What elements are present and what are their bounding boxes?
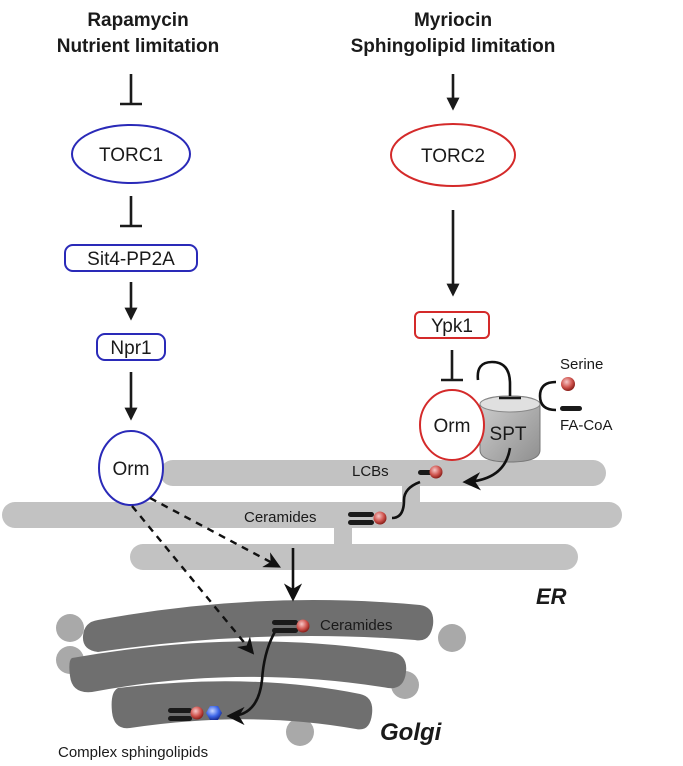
- spt-to-lcbs-arrow: [462, 447, 512, 491]
- torc1-node: [71, 124, 191, 184]
- spt-label: SPT: [490, 424, 527, 445]
- golgi-label: Golgi: [380, 719, 443, 746]
- er-metabolites: LCBs Ceramides: [244, 447, 512, 526]
- npr1-label: Npr1: [110, 338, 151, 359]
- serine-molecule-icon: [561, 377, 575, 391]
- headgroup-hexagon-icon: [206, 706, 222, 720]
- golgi-metabolites: Ceramides: [168, 617, 393, 721]
- orm-right-node: [419, 389, 485, 461]
- orm-left-label: Orm: [113, 459, 150, 480]
- right-pathway: Myriocin Sphingolipid limitation TORC2 Y…: [351, 10, 557, 463]
- complex-sphingolipid-molecule-icon: [168, 708, 192, 713]
- torc1-label: TORC1: [99, 145, 163, 166]
- rapamycin-label: Rapamycin: [87, 10, 188, 31]
- ceramide-er-molecule-icon: [348, 512, 374, 517]
- er-label: ER: [536, 584, 567, 609]
- fa-coa-label: FA-CoA: [560, 417, 613, 434]
- ypk1-node: [414, 311, 490, 339]
- ceramide-golgi-molecule-icon: [272, 620, 298, 625]
- ceramides-golgi-label: Ceramides: [320, 617, 393, 634]
- orm-right-label: Orm: [434, 416, 471, 437]
- serine-label: Serine: [560, 356, 603, 373]
- orm-dashed-arrow-golgi: [131, 505, 255, 655]
- npr1-node: [96, 333, 166, 361]
- substrates: Serine FA-CoA: [560, 356, 613, 434]
- complex-sphingolipids-label: Complex sphingolipids: [58, 744, 208, 761]
- torc2-node: [390, 123, 516, 187]
- lcbs-label: LCBs: [352, 463, 389, 480]
- nutrient-limitation-label: Nutrient limitation: [57, 36, 220, 57]
- ceramides-to-complex-arrow: [226, 629, 278, 726]
- golgi-apparatus: [56, 600, 466, 746]
- fa-coa-molecule-icon: [560, 406, 582, 411]
- torc2-label: TORC2: [421, 146, 485, 167]
- myriocin-label: Myriocin: [414, 10, 492, 31]
- ceramides-er-label: Ceramides: [244, 509, 317, 526]
- orm-spt-inhibition: [476, 360, 512, 396]
- er-membrane: [2, 460, 622, 570]
- lcbs-to-ceramides-arrow: [391, 480, 421, 520]
- orm-dashed-arrow-er: [149, 496, 281, 568]
- orm-left-node: [98, 430, 164, 506]
- left-pathway: Rapamycin Nutrient limitation TORC1 Sit4…: [57, 10, 220, 506]
- ypk1-label: Ypk1: [431, 316, 473, 337]
- sit4-pp2a-label: Sit4-PP2A: [87, 249, 175, 270]
- substrate-bracket: [538, 380, 557, 412]
- sphingolipid-limitation-label: Sphingolipid limitation: [351, 36, 556, 57]
- transport-arrows: [131, 496, 303, 726]
- sit4-pp2a-node: [64, 244, 198, 272]
